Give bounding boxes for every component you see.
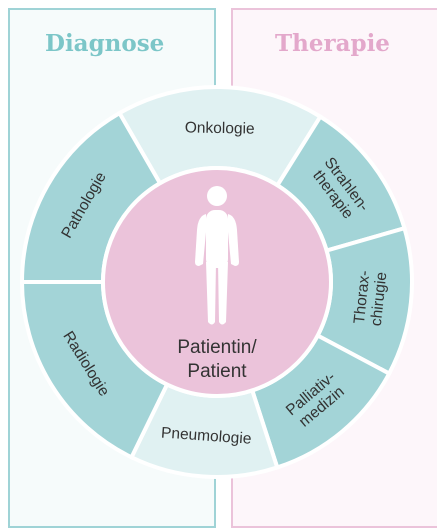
segment-label-line: chirugie <box>368 271 391 327</box>
segment-label-onkologie: Onkologie <box>185 119 255 137</box>
segment-label-line: Onkologie <box>185 119 255 137</box>
segment-label-thoraxchirurgie: Thorax-chirugie <box>351 270 391 327</box>
patient-circle <box>101 166 333 398</box>
segment-label-line: Pneumologie <box>160 424 251 447</box>
therapie-title: Therapie <box>275 30 390 57</box>
diagnose-title: Diagnose <box>45 30 165 57</box>
center-label-line2: Patient <box>187 361 247 382</box>
specialty-wheel: OnkologieStrahlen-therapieThorax-chirugi… <box>22 87 412 477</box>
human-figure-icon <box>195 186 239 325</box>
segment-label-line: Thorax- <box>351 270 373 325</box>
center-label-line1: Patientin/ <box>177 337 257 358</box>
segment-label-pneumologie: Pneumologie <box>160 424 251 447</box>
